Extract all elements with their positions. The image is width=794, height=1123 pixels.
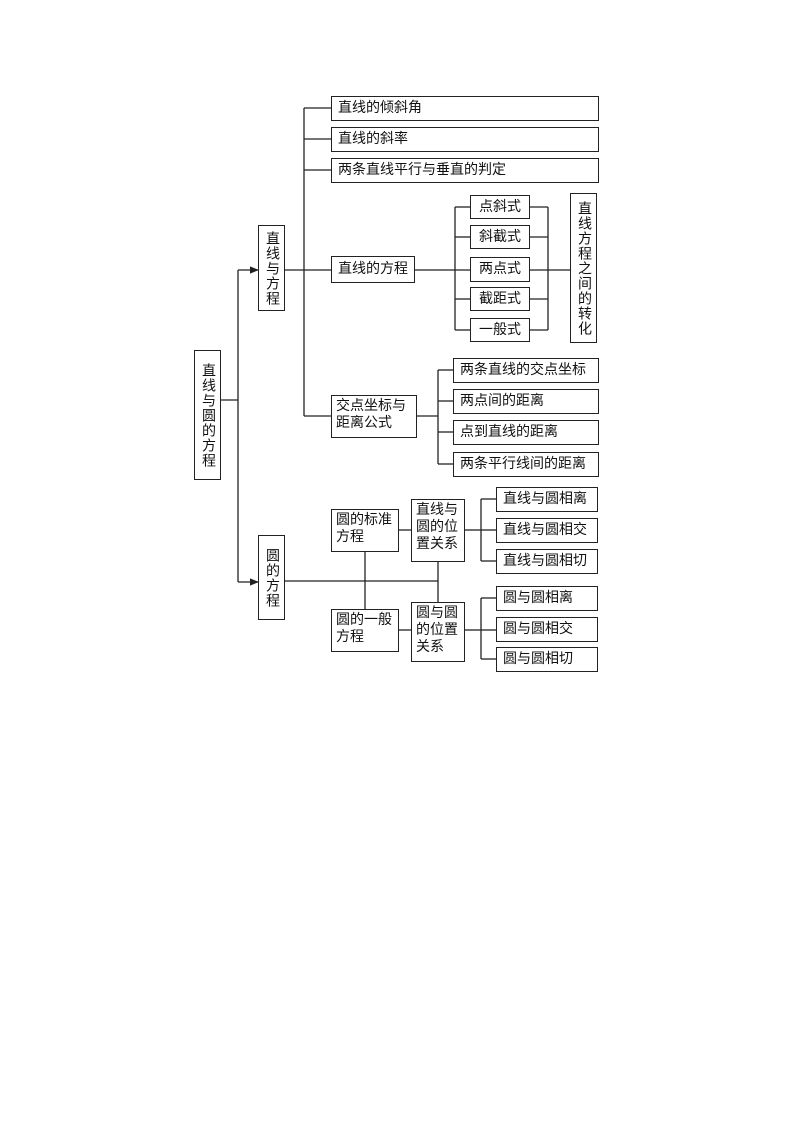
node-line-circle-relation: 直线与圆的位置关系 xyxy=(411,499,465,562)
node-form-slope-intercept: 斜截式 xyxy=(470,225,530,249)
node-circle-equation: 圆的方程 xyxy=(258,535,285,620)
node-point-line-distance: 点到直线的距离 xyxy=(453,420,599,445)
node-parallel-lines-distance: 两条平行线间的距离 xyxy=(453,452,599,477)
node-line-circle-intersect: 直线与圆相交 xyxy=(496,518,598,543)
node-circle-circle-separate: 圆与圆相离 xyxy=(496,586,598,611)
node-line-circle-separate: 直线与圆相离 xyxy=(496,487,598,512)
node-form-two-point: 两点式 xyxy=(470,257,530,282)
node-form-intercept: 截距式 xyxy=(470,287,530,311)
node-parallel-perpendicular: 两条直线平行与垂直的判定 xyxy=(331,158,599,183)
node-circle-general-equation: 圆的一般方程 xyxy=(331,609,399,652)
node-line-and-equation: 直线与方程 xyxy=(258,225,285,311)
node-equation-conversion: 直线方程之间的转化 xyxy=(570,193,597,343)
node-form-general: 一般式 xyxy=(470,318,530,342)
node-slope: 直线的斜率 xyxy=(331,127,599,152)
node-form-point-slope: 点斜式 xyxy=(470,195,530,219)
node-circle-circle-intersect: 圆与圆相交 xyxy=(496,617,598,642)
node-two-point-distance: 两点间的距离 xyxy=(453,389,599,414)
node-intersection-distance: 交点坐标与距离公式 xyxy=(331,395,417,438)
node-root: 直线与圆的方程 xyxy=(194,350,221,480)
node-line-circle-tangent: 直线与圆相切 xyxy=(496,549,598,574)
node-two-lines-intersection: 两条直线的交点坐标 xyxy=(453,358,599,383)
node-circle-circle-relation: 圆与圆的位置关系 xyxy=(411,602,465,662)
node-circle-circle-tangent: 圆与圆相切 xyxy=(496,647,598,672)
node-line-equation: 直线的方程 xyxy=(331,256,415,283)
node-inclination-angle: 直线的倾斜角 xyxy=(331,96,599,121)
node-circle-standard-equation: 圆的标准方程 xyxy=(331,509,399,552)
